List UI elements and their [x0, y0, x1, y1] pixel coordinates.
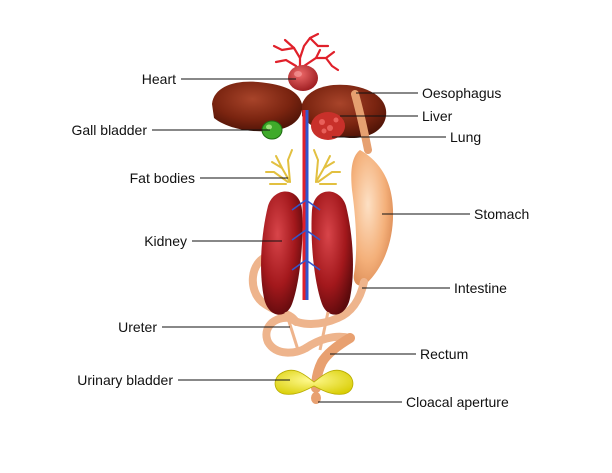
label-fat-bodies: Fat bodies [129, 170, 195, 186]
label-gall-bladder: Gall bladder [71, 122, 148, 138]
label-cloacal-aperture: Cloacal aperture [406, 394, 509, 410]
label-oesophagus: Oesophagus [422, 85, 502, 101]
label-stomach: Stomach [474, 206, 530, 222]
label-intestine: Intestine [454, 280, 507, 296]
kidneys [261, 191, 353, 315]
label-rectum: Rectum [420, 346, 469, 362]
stomach [351, 150, 394, 286]
label-heart: Heart [141, 71, 176, 87]
urinary-bladder [274, 369, 354, 395]
arteries [272, 32, 340, 74]
label-lung: Lung [450, 129, 482, 145]
heart [288, 65, 318, 91]
label-liver: Liver [422, 108, 453, 124]
leader-lines [152, 78, 470, 403]
lung [311, 112, 345, 140]
oesophagus [351, 90, 372, 154]
label-ureter: Ureter [118, 319, 157, 335]
label-urinary-bladder: Urinary bladder [77, 372, 173, 388]
blood-vessels [291, 110, 321, 300]
ureters [284, 311, 330, 351]
label-kidney: Kidney [144, 233, 187, 249]
cloaca [311, 392, 321, 404]
fat-bodies [265, 149, 341, 185]
